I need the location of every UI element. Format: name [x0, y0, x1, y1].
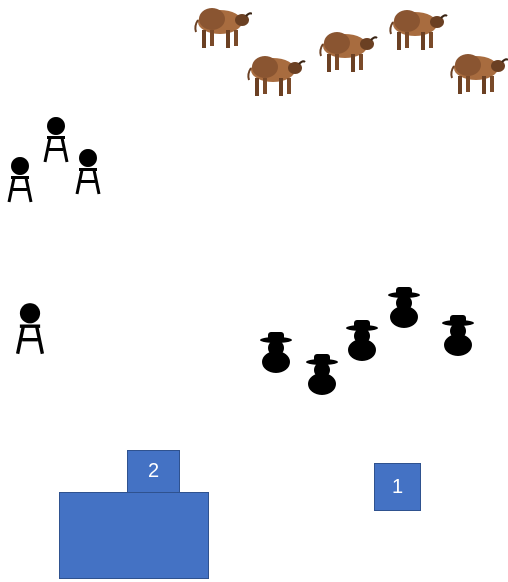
block-1[interactable]: 1 — [374, 463, 421, 511]
buffalo-icon — [316, 28, 378, 74]
hatted-figure-icon — [304, 352, 340, 396]
stick-figure-icon — [74, 148, 102, 196]
buffalo-icon — [382, 6, 452, 52]
stick-figure-icon — [42, 116, 70, 164]
buffalo-icon — [448, 50, 508, 96]
block-2[interactable]: 2 — [127, 450, 180, 493]
hatted-figure-icon — [440, 313, 476, 357]
stick-figure-icon — [14, 302, 46, 356]
buffalo-icon — [244, 52, 306, 98]
buffalo-icon — [192, 4, 252, 50]
stick-figure-icon — [6, 156, 34, 204]
hatted-figure-icon — [386, 285, 422, 329]
hatted-figure-icon — [344, 318, 380, 362]
large-block[interactable] — [59, 492, 209, 579]
hatted-figure-icon — [258, 330, 294, 374]
